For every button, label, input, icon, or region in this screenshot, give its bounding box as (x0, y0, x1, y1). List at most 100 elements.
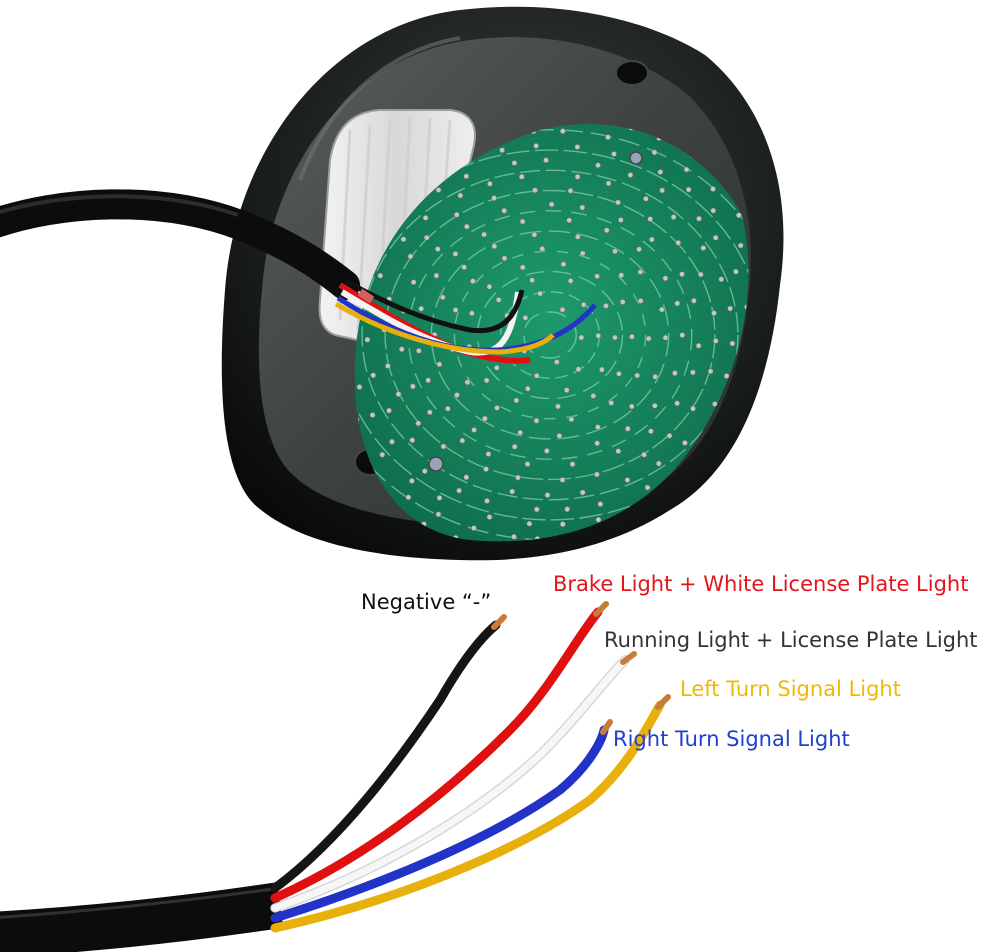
led-dot (581, 564, 586, 569)
led-dot (574, 173, 581, 180)
led-dot (578, 334, 585, 341)
led-dot (483, 466, 489, 472)
led-dot (619, 299, 626, 305)
led-dot (629, 333, 635, 340)
led-dot (454, 392, 460, 398)
led-dot (556, 432, 563, 439)
led-dot (752, 482, 757, 487)
led-dot (789, 276, 794, 281)
led-dot (434, 246, 441, 252)
led-dot (685, 186, 692, 193)
led-dot (645, 335, 652, 342)
led-dot (384, 363, 391, 369)
led-dot (737, 242, 744, 249)
led-dot (628, 403, 635, 410)
led-dot (658, 306, 665, 313)
label-running-wire: Running Light + License Plate Light (604, 628, 978, 652)
led-dot (574, 233, 581, 240)
led-dot (444, 405, 451, 412)
led-dot (814, 335, 819, 340)
led-dot (674, 400, 680, 407)
led-dot (485, 451, 492, 457)
led-dot (615, 448, 622, 454)
led-dot (560, 261, 567, 268)
led-dot (617, 217, 624, 223)
led-dot (379, 451, 386, 458)
led-dot (457, 192, 464, 199)
led-dot (452, 307, 459, 313)
led-dot (799, 411, 804, 416)
led-dot (364, 336, 371, 343)
led-dot (533, 417, 540, 424)
led-dot (415, 347, 422, 354)
led-dot (712, 337, 719, 344)
wire-tip-black (491, 614, 507, 630)
label-right-turn-wire: Right Turn Signal Light (613, 727, 850, 751)
led-dot (524, 385, 531, 392)
led-dot (672, 370, 678, 376)
lower-cable (0, 601, 671, 952)
led-dot (710, 186, 716, 192)
led-dot (423, 234, 430, 241)
wire-tip-white (620, 651, 637, 665)
led-dot (603, 302, 609, 309)
led-dot (594, 424, 601, 430)
led-dot (797, 336, 802, 341)
led-dot (459, 437, 466, 444)
led-dot (511, 160, 518, 166)
led-dot (567, 277, 574, 284)
led-dot (670, 214, 677, 220)
led-dot (567, 187, 574, 194)
led-dot (501, 207, 508, 214)
led-dot (616, 370, 622, 377)
led-dot (526, 520, 533, 527)
led-dot (470, 525, 477, 531)
led-dot (612, 334, 618, 341)
led-dot (636, 246, 642, 253)
led-dot (662, 334, 669, 341)
led-dot (723, 373, 730, 379)
led-dot (675, 239, 682, 246)
led-dot (519, 264, 526, 271)
led-dot (469, 278, 476, 284)
led-dot (484, 497, 490, 504)
led-dot (776, 421, 781, 426)
led-dot (539, 245, 546, 252)
led-dot (548, 201, 555, 208)
led-dot (543, 157, 549, 164)
wire-yellow (270, 700, 665, 933)
led-dot (407, 253, 414, 260)
led-dot (464, 379, 471, 386)
led-dot (408, 477, 415, 484)
led-dot (745, 438, 749, 445)
led-dot (795, 299, 800, 304)
led-dot (405, 494, 412, 501)
led-dot (735, 212, 742, 219)
led-dot (481, 231, 487, 238)
led-dot (511, 533, 517, 540)
led-dot (435, 187, 442, 193)
led-dot (369, 412, 376, 418)
led-dot (425, 377, 432, 384)
led-dot (666, 432, 673, 439)
label-brake-wire: Brake Light + White License Plate Light (553, 572, 969, 596)
led-dot (718, 276, 725, 283)
led-dot (608, 399, 615, 406)
led-dot (651, 149, 658, 156)
led-dot (594, 440, 601, 447)
led-dot (545, 566, 550, 571)
led-dot (529, 277, 535, 284)
led-dot (456, 487, 462, 494)
label-negative-wire: Negative “-” (361, 590, 492, 614)
led-circuit-board (354, 123, 819, 571)
led-dot (712, 234, 719, 241)
led-dot (436, 494, 443, 501)
led-dot (697, 271, 704, 278)
led-dot (670, 522, 677, 529)
led-dot (810, 374, 815, 379)
led-dot (468, 310, 475, 317)
led-dot (389, 438, 395, 445)
led-dot (597, 501, 604, 507)
led-dot (533, 372, 540, 379)
led-dot (727, 305, 734, 312)
